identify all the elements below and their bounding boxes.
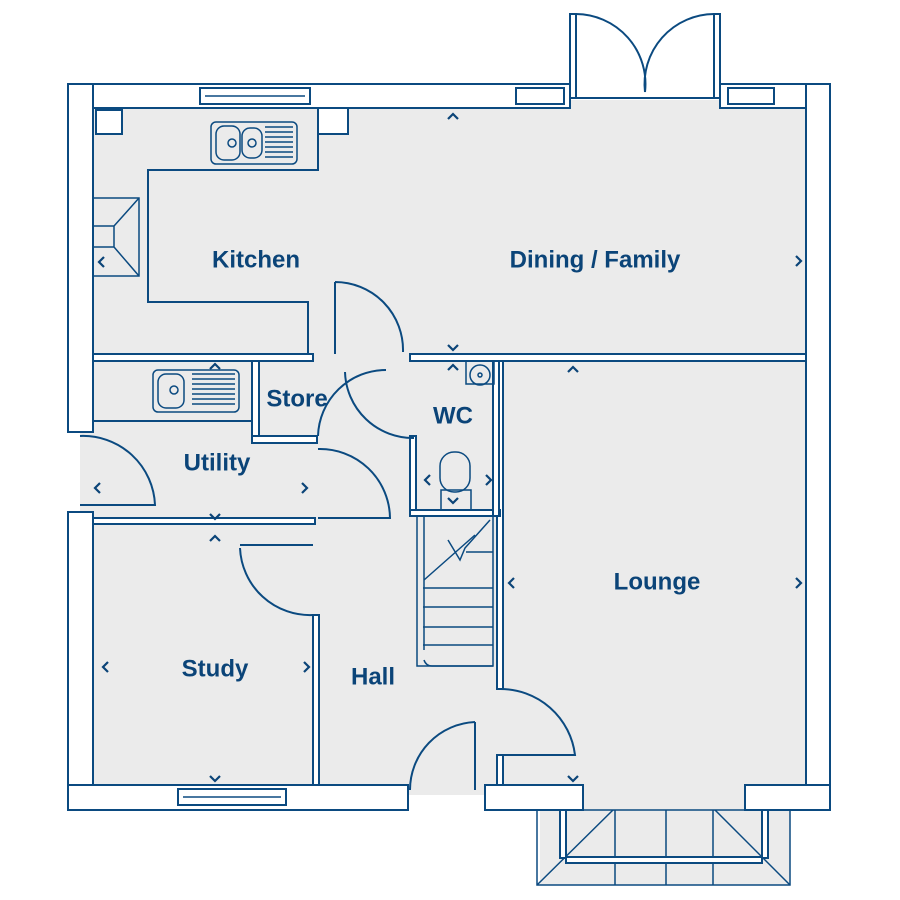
dimension-arrow-icons xyxy=(93,112,803,783)
store-wc-doors xyxy=(317,369,415,440)
utility-door xyxy=(317,447,392,519)
study-door xyxy=(239,544,314,617)
pillar xyxy=(317,107,349,135)
hob-icon xyxy=(92,197,140,277)
room-label-dining-family: Dining / Family xyxy=(510,246,681,273)
pillar xyxy=(95,109,123,135)
room-label-study: Study xyxy=(182,655,249,682)
room-label-utility: Utility xyxy=(184,449,251,476)
room-label-lounge: Lounge xyxy=(614,568,701,595)
lounge-door xyxy=(499,687,577,756)
front-door xyxy=(408,721,476,791)
french-doors[interactable] xyxy=(569,13,721,99)
room-label-kitchen: Kitchen xyxy=(212,246,300,273)
doors[interactable] xyxy=(79,281,577,791)
utility-worktop xyxy=(92,360,253,422)
kitchen-sink-icon xyxy=(210,121,298,165)
toilet-icon xyxy=(439,451,472,511)
floor-area xyxy=(80,100,806,885)
kitchen-door xyxy=(334,281,405,354)
basin-icon xyxy=(465,362,495,386)
interior-walls xyxy=(92,353,807,786)
utility-sink-icon xyxy=(152,369,240,413)
bay-window xyxy=(536,809,791,886)
room-label-hall: Hall xyxy=(351,663,395,690)
staircase xyxy=(416,515,494,667)
windows xyxy=(177,87,775,806)
side-door xyxy=(79,434,157,506)
room-label-wc: WC xyxy=(433,402,473,429)
room-label-store: Store xyxy=(266,385,327,412)
